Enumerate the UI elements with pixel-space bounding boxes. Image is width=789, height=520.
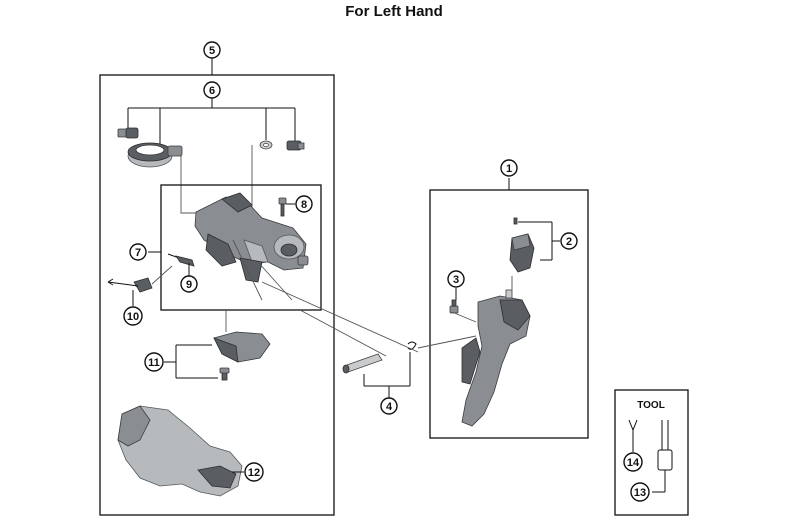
main-brake-lever-1	[461, 289, 531, 427]
name-plate-2	[509, 217, 535, 273]
callout-number: 3	[453, 274, 459, 286]
pin-10	[107, 277, 153, 306]
callout-9: 9	[180, 275, 198, 293]
callout-6: 6	[203, 81, 221, 99]
fixing-screw-8	[278, 197, 287, 217]
callout-number: 1	[506, 163, 512, 175]
shift-mechanism-unit	[194, 192, 309, 283]
callout-7: 7	[129, 243, 147, 261]
callout-1: 1	[500, 159, 518, 177]
cover-plate-11	[213, 331, 271, 381]
tool-box	[614, 389, 689, 516]
callout-number: 13	[634, 487, 646, 499]
clamp-washer-and-bolt	[259, 140, 305, 151]
callout-number: 12	[248, 467, 260, 479]
guide-line-clamp-left	[180, 155, 200, 214]
tool-14	[628, 419, 638, 452]
guide-line-pivot-c	[417, 335, 477, 349]
callout-13: 13	[630, 482, 650, 502]
tool-13	[652, 420, 673, 493]
pivot-pin-4	[342, 341, 417, 374]
screw-3	[449, 299, 459, 314]
callout-4: 4	[380, 397, 398, 415]
callout-8: 8	[295, 195, 313, 213]
callout-3: 3	[447, 270, 465, 288]
callout-number: 10	[127, 311, 139, 323]
bracket-2	[518, 221, 560, 261]
guide-line-pin	[151, 265, 173, 285]
callout-5: 5	[203, 41, 221, 59]
callout-number: 9	[186, 279, 192, 291]
handlebar-clamp-band	[117, 127, 183, 168]
tool-box-label: TOOL	[637, 400, 665, 411]
callout-number: 8	[301, 199, 307, 211]
bracket-cover-hood-12	[117, 405, 243, 497]
guide-line-mech-down	[232, 239, 263, 301]
callout-11: 11	[144, 352, 164, 372]
callout-number: 2	[566, 236, 572, 248]
guide-line-screw-3	[451, 311, 477, 323]
bracket-4	[363, 352, 411, 398]
diagram-title: For Left Hand	[345, 3, 443, 20]
callout-number: 5	[209, 45, 215, 57]
guide-line-pivot-b	[299, 309, 387, 357]
bracket-11	[164, 344, 218, 379]
callout-10: 10	[123, 306, 143, 326]
callout-number: 11	[148, 357, 160, 369]
callout-14: 14	[623, 452, 643, 472]
guide-line-pivot-a	[261, 281, 419, 353]
bracket-6	[127, 98, 296, 145]
callout-number: 7	[135, 247, 141, 259]
guide-line-mech-down-2	[257, 261, 293, 301]
callout-number: 14	[627, 457, 640, 469]
assembly-box-7	[160, 184, 322, 311]
callout-number: 4	[386, 401, 393, 413]
callout-number: 6	[209, 85, 215, 97]
assembly-box-5	[99, 74, 335, 516]
callout-2: 2	[560, 232, 578, 250]
callout-12: 12	[244, 462, 264, 482]
